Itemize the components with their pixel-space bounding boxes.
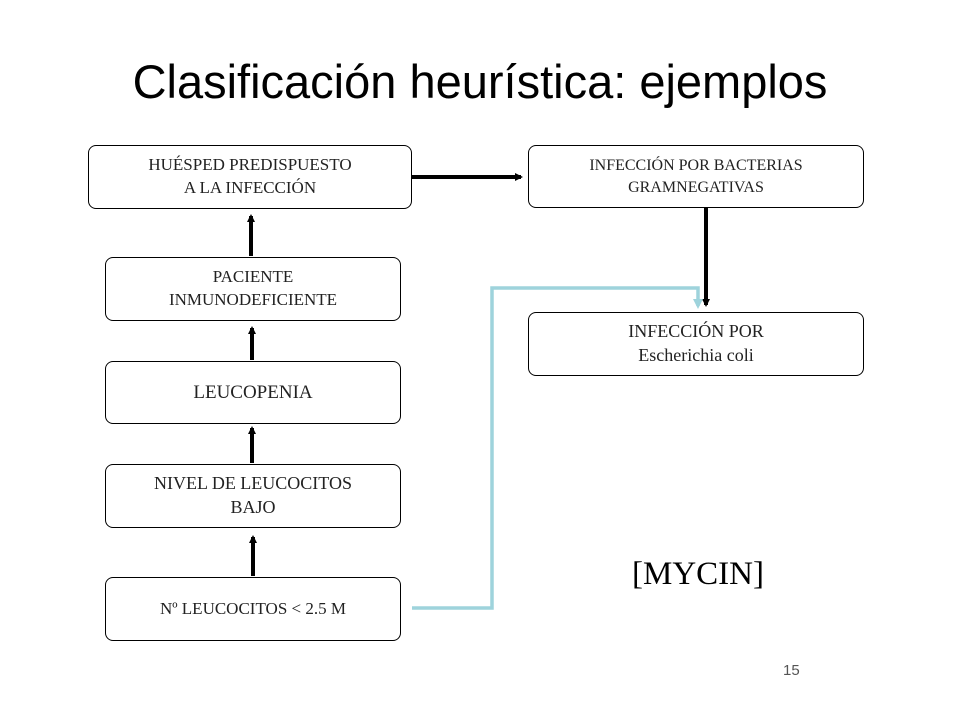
node-nivel-leucocitos-bajo: NIVEL DE LEUCOCITOS BAJO xyxy=(105,464,401,528)
node-leucopenia: LEUCOPENIA xyxy=(105,361,401,424)
node-leucopenia-label: LEUCOPENIA xyxy=(193,381,313,403)
node-huesped-predispuesto: HUÉSPED PREDISPUESTO A LA INFECCIÓN xyxy=(88,145,412,209)
node-infeccion-bacterias: INFECCIÓN POR BACTERIAS GRAMNEGATIVAS xyxy=(528,145,864,208)
slide-title: Clasificación heurística: ejemplos xyxy=(132,55,828,108)
page-number: 15 xyxy=(783,662,800,679)
node-nivel-label: NIVEL DE LEUCOCITOS BAJO xyxy=(154,473,352,517)
node-bacterias-label: INFECCIÓN POR BACTERIAS GRAMNEGATIVAS xyxy=(589,157,803,196)
node-infeccion-ecoli: INFECCIÓN POR Escherichia coli xyxy=(528,312,864,376)
node-paciente-label: PACIENTE INMUNODEFICIENTE xyxy=(168,267,338,309)
node-huesped-label: HUÉSPED PREDISPUESTO A LA INFECCIÓN xyxy=(148,155,352,197)
node-ecoli-label: INFECCIÓN POR Escherichia coli xyxy=(628,321,764,365)
node-paciente-inmunodeficiente: PACIENTE INMUNODEFICIENTE xyxy=(105,257,401,321)
mycin-tag: [MYCIN] xyxy=(632,556,764,592)
node-leucocitos-label: Nº LEUCOCITOS < 2.5 M xyxy=(160,598,346,618)
node-numero-leucocitos: Nº LEUCOCITOS < 2.5 M xyxy=(105,577,401,641)
